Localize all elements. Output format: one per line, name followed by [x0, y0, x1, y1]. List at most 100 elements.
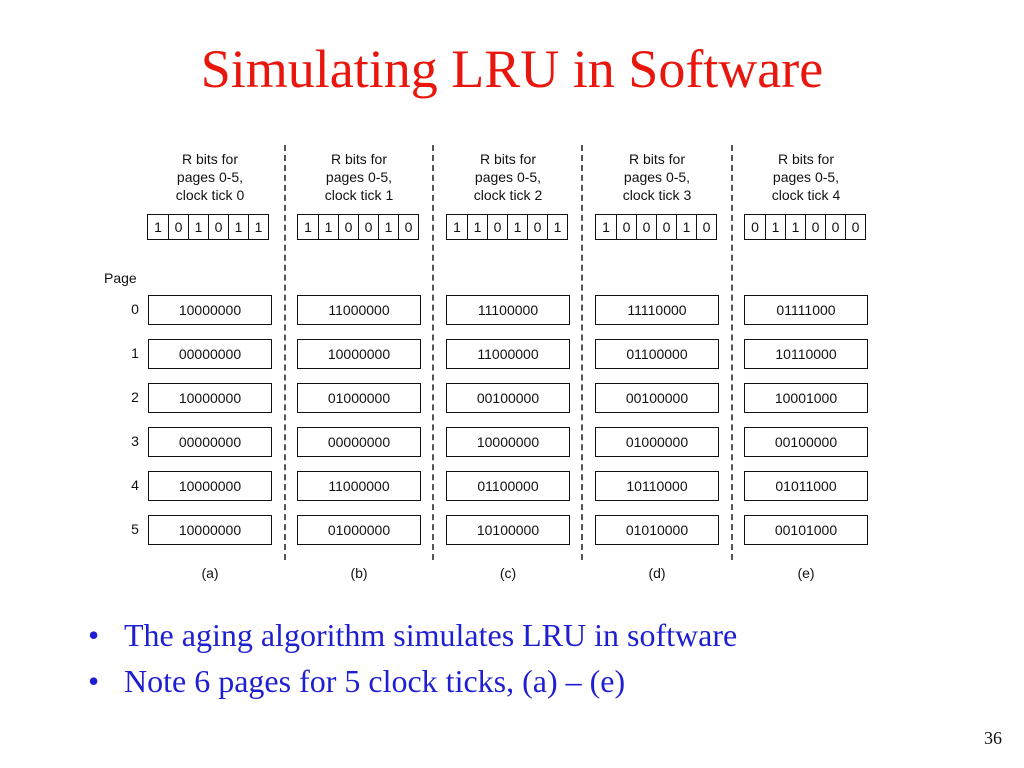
- column-header-line: clock tick 1: [324, 187, 394, 203]
- column-header-line: R bits for: [479, 151, 536, 167]
- slide-title: Simulating LRU in Software: [200, 39, 824, 99]
- r-bit-cell: 0: [616, 215, 636, 239]
- page-axis-label: Page: [104, 270, 137, 286]
- column-header-line: clock tick 3: [622, 187, 692, 203]
- column-divider: [581, 145, 583, 560]
- column-divider: [731, 145, 733, 560]
- r-bit-cell: 1: [378, 215, 398, 239]
- column-header-line: clock tick 4: [771, 187, 841, 203]
- r-bit-cell: 0: [168, 215, 188, 239]
- bullet-item: The aging algorithm simulates LRU in sof…: [88, 612, 737, 658]
- page-number: 5: [131, 521, 139, 537]
- r-bit-cell: 1: [154, 219, 162, 235]
- r-bit-cell: 1: [188, 215, 208, 239]
- age-counter: 00101000: [744, 515, 868, 545]
- subfigure-label: (a): [201, 565, 219, 581]
- bullet-list: The aging algorithm simulates LRU in sof…: [88, 612, 737, 704]
- column-header: R bits for pages 0-5, clock tick 2: [438, 150, 578, 204]
- r-bit-cell: 0: [751, 219, 759, 235]
- age-counter: 11000000: [297, 295, 421, 325]
- age-counter: 10100000: [446, 515, 570, 545]
- age-counter: 10110000: [744, 339, 868, 369]
- age-counter: 10000000: [148, 383, 272, 413]
- age-counter: 10000000: [148, 515, 272, 545]
- page-number: 0: [131, 301, 139, 317]
- age-counter: 01100000: [595, 339, 719, 369]
- column-divider: [432, 145, 434, 560]
- subfigure-label: (c): [499, 565, 517, 581]
- column-header-line: pages 0-5,: [623, 169, 691, 185]
- column-header-line: clock tick 2: [473, 187, 543, 203]
- r-bit-cell: 1: [507, 215, 527, 239]
- r-bit-cell: 1: [304, 219, 312, 235]
- r-bit-cell: 0: [358, 215, 378, 239]
- age-counter: 11110000: [595, 295, 719, 325]
- age-counter: 00000000: [148, 427, 272, 457]
- age-counter: 00100000: [446, 383, 570, 413]
- age-counter: 00000000: [297, 427, 421, 457]
- age-counter: 10110000: [595, 471, 719, 501]
- column-header: R bits for pages 0-5, clock tick 4: [736, 150, 876, 204]
- age-counter: 11000000: [446, 339, 570, 369]
- column-header-line: R bits for: [330, 151, 387, 167]
- page-number: 1: [131, 345, 139, 361]
- r-bit-cell: 1: [467, 215, 487, 239]
- r-bit-cell: 0: [398, 215, 418, 239]
- column-header-line: pages 0-5,: [772, 169, 840, 185]
- subfigure-label: (d): [648, 565, 666, 581]
- age-counter: 10000000: [446, 427, 570, 457]
- age-counter: 00100000: [744, 427, 868, 457]
- column-header-line: clock tick 0: [175, 187, 245, 203]
- age-counter: 10000000: [148, 471, 272, 501]
- r-bit-cell: 0: [696, 215, 716, 239]
- slide-number: 36: [984, 728, 1002, 748]
- subfigure-label: (b): [350, 565, 368, 581]
- column-header-line: pages 0-5,: [474, 169, 542, 185]
- age-counter: 00000000: [148, 339, 272, 369]
- page-number: 3: [131, 433, 139, 449]
- age-counter: 01000000: [297, 383, 421, 413]
- subfigure-label: (e): [797, 565, 815, 581]
- age-counter: 01100000: [446, 471, 570, 501]
- age-counter: 01000000: [595, 427, 719, 457]
- r-bit-cell: 0: [636, 215, 656, 239]
- r-bit-cell: 1: [248, 215, 268, 239]
- r-bit-cell: 1: [765, 215, 785, 239]
- r-bit-cell: 0: [487, 215, 507, 239]
- r-bit-cell: 0: [527, 215, 547, 239]
- r-bit-cell: 1: [318, 215, 338, 239]
- age-counter: 10001000: [744, 383, 868, 413]
- column-header-line: pages 0-5,: [325, 169, 393, 185]
- age-counter: 00100000: [595, 383, 719, 413]
- r-bit-cell: 0: [656, 215, 676, 239]
- age-counter: 01000000: [297, 515, 421, 545]
- column-header: R bits for pages 0-5, clock tick 3: [587, 150, 727, 204]
- r-bit-cell: 0: [805, 215, 825, 239]
- page-number: 2: [131, 389, 139, 405]
- age-counter: 11100000: [446, 295, 570, 325]
- r-bit-cell: 1: [453, 219, 461, 235]
- column-header-line: R bits for: [628, 151, 685, 167]
- r-bit-cell: 0: [338, 215, 358, 239]
- r-bit-cell: 0: [208, 215, 228, 239]
- column-header-line: pages 0-5,: [176, 169, 244, 185]
- r-bit-cell: 1: [228, 215, 248, 239]
- r-bit-cell: 1: [676, 215, 696, 239]
- age-counter: 01011000: [744, 471, 868, 501]
- age-counter: 01010000: [595, 515, 719, 545]
- age-counter: 10000000: [148, 295, 272, 325]
- column-header-line: R bits for: [777, 151, 834, 167]
- column-header: R bits for pages 0-5, clock tick 1: [289, 150, 429, 204]
- r-bit-cell: 0: [845, 215, 865, 239]
- age-counter: 10000000: [297, 339, 421, 369]
- age-counter: 01111000: [744, 295, 868, 325]
- r-bit-cell: 0: [825, 215, 845, 239]
- r-bit-cell: 1: [785, 215, 805, 239]
- age-counter: 11000000: [297, 471, 421, 501]
